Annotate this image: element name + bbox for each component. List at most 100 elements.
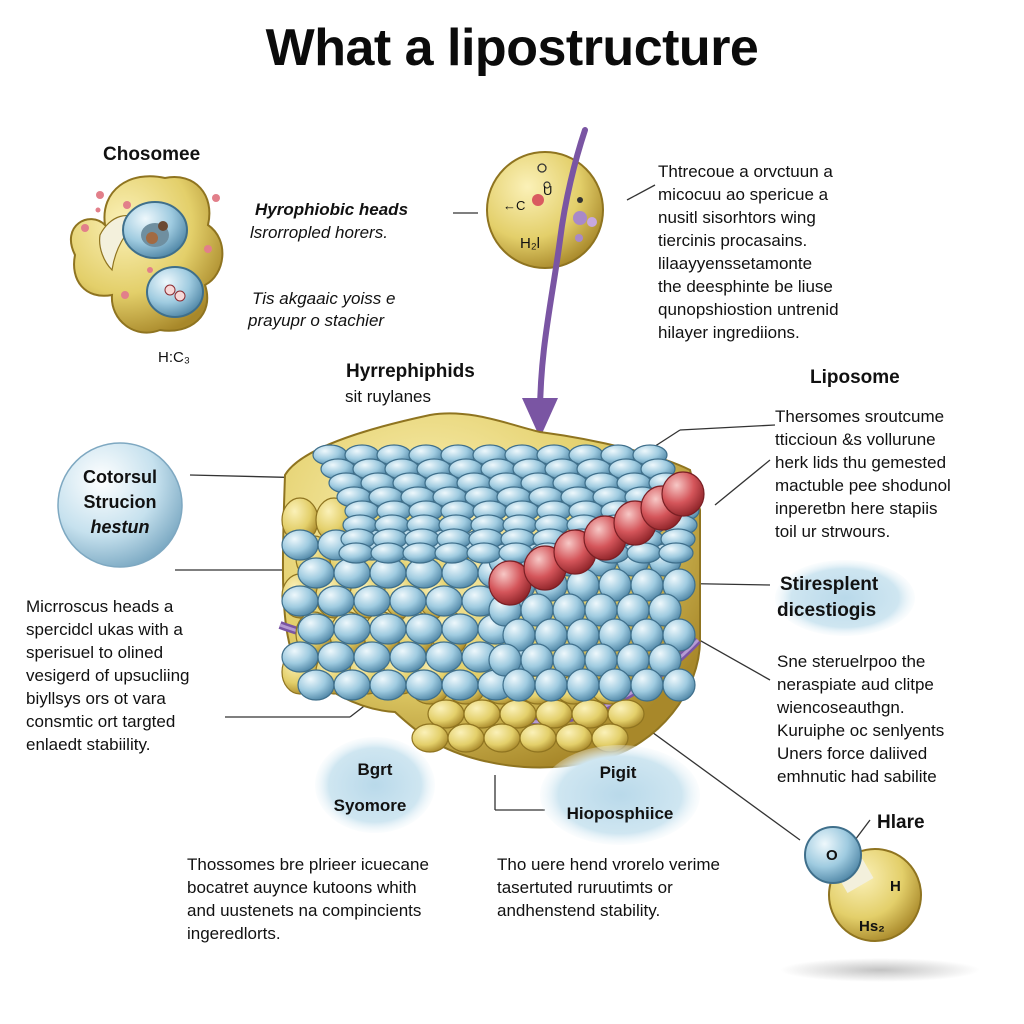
top-circle-label1: ←C — [503, 198, 526, 213]
hyrrephiphids-label: Hyrrephiphids — [346, 361, 475, 382]
blue-lipid-head — [281, 641, 319, 673]
blue-lipid-head — [389, 585, 427, 617]
top-circle-label2: U — [543, 183, 553, 198]
blue-lipid-head — [405, 669, 443, 701]
hydrophobic-sub: lsrorropled horers. — [250, 223, 388, 242]
blue-lipid-head — [281, 529, 319, 561]
blue-lipid-head — [370, 542, 406, 564]
text-line: micocuu ao spericue a — [658, 185, 829, 204]
blue-lipid-head — [648, 643, 682, 677]
page-title: What a lipostructure — [265, 19, 759, 77]
chosome-cluster — [69, 175, 224, 334]
text-line: tticcioun &s vollurune — [775, 430, 936, 449]
text-line: Kuruiphe oc senlyents — [777, 721, 945, 740]
right-mid-paragraph: Sne steruelrpoo the neraspiate aud clitp… — [777, 650, 944, 788]
blue-lipid-head — [434, 542, 470, 564]
blue-lipid-head — [662, 568, 696, 602]
text-line: biyllsys ors ot vara — [26, 689, 166, 708]
blue-lipid-head — [297, 613, 335, 645]
purple-arrow — [537, 127, 588, 418]
blue-lipid-head — [353, 585, 391, 617]
hyrrephiphids-sub: sit ruylanes — [345, 387, 431, 406]
hlare-atom-o: O — [826, 847, 838, 864]
text-line: neraspiate aud clitpe — [777, 675, 934, 694]
stiresplent-patch — [775, 560, 915, 636]
colorsul-line2: Strucion — [83, 492, 157, 512]
bgrt-label: Bgrt — [357, 760, 393, 779]
blue-lipid-head — [598, 668, 632, 702]
blue-lipid-head — [534, 668, 568, 702]
yellow-lipid-head — [607, 699, 645, 729]
text-line: toil ur strwours. — [775, 522, 891, 541]
blue-lipid-head — [405, 613, 443, 645]
blue-lipid-head — [402, 542, 438, 564]
bottom-mid-paragraph: Tho uere hend vrorelo verime tasertuted … — [497, 853, 720, 922]
blue-lipid-head — [648, 593, 682, 627]
hlare-atom-bottom: Hs₂ — [859, 918, 885, 935]
text-line: nusitl sisorhtors wing — [658, 208, 816, 227]
blue-lipid-head — [662, 618, 696, 652]
hlare-atom-h: H — [890, 878, 901, 895]
blue-lipid-head — [338, 542, 374, 564]
text-line: ingeredlorts. — [187, 924, 281, 943]
colorsul-circle — [57, 442, 183, 568]
blue-lipid-head — [353, 641, 391, 673]
text-line: hilayer ingrediions. — [658, 323, 800, 342]
top-right-paragraph: Thtrecoue a orvctuun a micocuu ao speric… — [658, 160, 839, 344]
text-line: qunopshiostion untrenid — [658, 300, 839, 319]
blue-lipid-head — [317, 641, 355, 673]
purple-arrow-head — [522, 398, 558, 438]
yellow-lipid-head — [519, 723, 557, 753]
blue-lipid-head — [281, 585, 319, 617]
yellow-lipid-head — [411, 723, 449, 753]
blue-lipid-head — [626, 542, 662, 564]
text-line: and uustenets na compincients — [187, 901, 422, 920]
chosome-formula: H:C₃ — [158, 349, 190, 366]
text-line: Thossomes bre plrieer icuecane — [187, 855, 429, 874]
text-line: Tho uere hend vrorelo verime — [497, 855, 721, 874]
hlare-label: Hlare — [877, 812, 925, 833]
blue-lipid-head — [630, 668, 664, 702]
blue-lipid-head — [317, 585, 355, 617]
top-lipid-sphere — [486, 151, 604, 269]
algaic-line1: Tis akgaaic yoiss e — [252, 289, 396, 308]
bottom-left-paragraph: Thossomes bre plrieer icuecane bocatret … — [187, 853, 429, 945]
liposome-label: Liposome — [810, 367, 900, 388]
text-line: Uners force daliived — [777, 744, 928, 763]
text-line: tiercinis procasains. — [658, 231, 808, 250]
pigit-label: Pigit — [599, 763, 637, 782]
blue-lipid-head — [441, 669, 479, 701]
blue-lipid-head — [658, 542, 694, 564]
blue-lipid-head — [566, 668, 600, 702]
text-line: tasertuted ruruutimts or — [497, 878, 673, 897]
colorsul-label: Cotorsul Strucion hestun — [60, 465, 180, 540]
bgrt-patch — [315, 737, 435, 833]
blue-lipid-head — [333, 669, 371, 701]
microscus-paragraph: Micrroscus heads a spercidcl ukas with a… — [26, 595, 189, 756]
text-line: sperisuel to olined — [26, 643, 164, 662]
blue-lipid-head — [425, 641, 463, 673]
yellow-lipid-head — [483, 723, 521, 753]
top-circle-formula: H₂l — [520, 235, 540, 252]
stiresplent-line1: Stiresplent — [780, 574, 879, 595]
text-line: Sne steruelrpoo the — [777, 652, 926, 671]
text-line: spercidcl ukas with a — [26, 620, 183, 639]
blue-lipid-head — [441, 613, 479, 645]
blue-lipid-head — [297, 557, 335, 589]
red-lipid-head — [661, 471, 705, 517]
syomore-label: Syomore — [333, 796, 407, 815]
blue-lipid-head — [662, 668, 696, 702]
yellow-lipid-head — [447, 723, 485, 753]
blue-lipid-head — [297, 669, 335, 701]
colorsul-line3: hestun — [90, 517, 150, 537]
text-line: lilaayyenssetamonte — [658, 254, 813, 273]
blue-lipid-head — [369, 669, 407, 701]
text-line: inperetbn here stapiis — [775, 499, 938, 518]
text-line: enlaedt stabiility. — [26, 735, 151, 754]
algaic-line2: prayupr o stachier — [248, 311, 385, 330]
blue-lipid-head — [389, 641, 427, 673]
text-line: Thersomes sroutcume — [775, 407, 945, 426]
blue-lipid-head — [369, 613, 407, 645]
text-line: the deesphinte be liuse — [658, 277, 833, 296]
